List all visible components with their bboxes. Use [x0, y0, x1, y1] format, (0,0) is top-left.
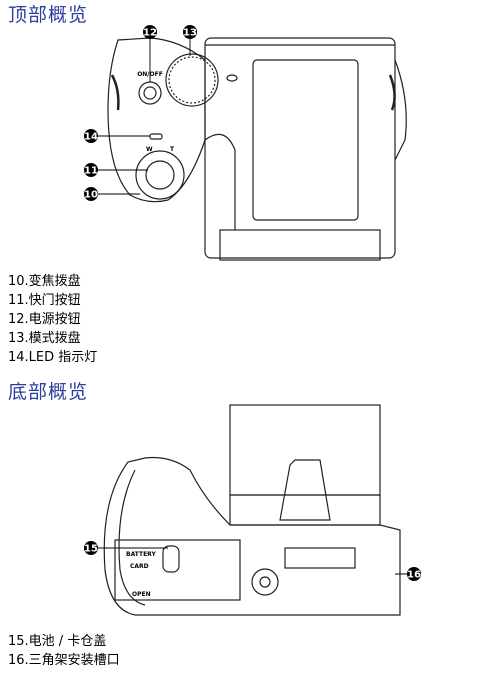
list-item: 12.电源按钮: [8, 312, 81, 327]
open-label: OPEN: [132, 591, 151, 598]
callout-14: [84, 129, 98, 143]
callout-15-text: 15: [84, 544, 98, 555]
led-indicator-shape: [149, 133, 163, 140]
callout-14-text: 14: [84, 132, 98, 143]
callout-12: [143, 25, 157, 39]
mode-dial-shape: [165, 53, 219, 107]
camera-grip: [107, 37, 206, 203]
callout-11: [84, 163, 98, 177]
lens-barrel: [204, 37, 396, 259]
list-item: 13.模式拨盘: [8, 331, 81, 346]
callout-13-text: 13: [183, 28, 197, 39]
bottom-overview-heading: 底部概览: [8, 381, 89, 403]
lens-bottom: [229, 404, 381, 496]
callout-10: [84, 187, 98, 201]
lens-ring: [219, 229, 381, 261]
zoom-tele-label: T: [170, 146, 175, 153]
on-off-label: ON/OFF: [137, 71, 163, 78]
zoom-lever-shape: [135, 150, 185, 200]
top-overview-heading: 顶部概览: [8, 4, 89, 26]
card-label: CARD: [130, 563, 149, 570]
battery-door-shape: [114, 539, 241, 601]
list-item: 16.三角架安装槽口: [8, 653, 120, 668]
door-latch: [162, 545, 180, 573]
callout-12-text: 12: [143, 28, 157, 39]
top-items-list: 10.变焦拨盘 11.快门按钮 12.电源按钮 13.模式拨盘 14.LED 指…: [8, 272, 97, 367]
list-item: 11.快门按钮: [8, 293, 81, 308]
zoom-wide-label: W: [146, 146, 153, 153]
list-item: 15.电池 / 卡仓盖: [8, 634, 107, 649]
power-button-shape: [138, 81, 162, 105]
battery-label: BATTERY: [126, 551, 156, 558]
callout-10-text: 10: [84, 190, 98, 201]
callout-15: [84, 541, 98, 555]
callout-11-text: 11: [84, 166, 98, 177]
callout-16-text: 16: [407, 570, 421, 581]
list-item: 14.LED 指示灯: [8, 350, 98, 365]
bottom-items-list: 15.电池 / 卡仓盖 16.三角架安装槽口: [8, 632, 120, 670]
tripod-socket-shape: [251, 568, 279, 596]
callout-16: [407, 567, 421, 581]
shutter-button-shape: [145, 160, 175, 190]
list-item: 10.变焦拨盘: [8, 274, 81, 289]
camera-bottom-view-illustration: [103, 404, 401, 616]
callout-13: [183, 25, 197, 39]
